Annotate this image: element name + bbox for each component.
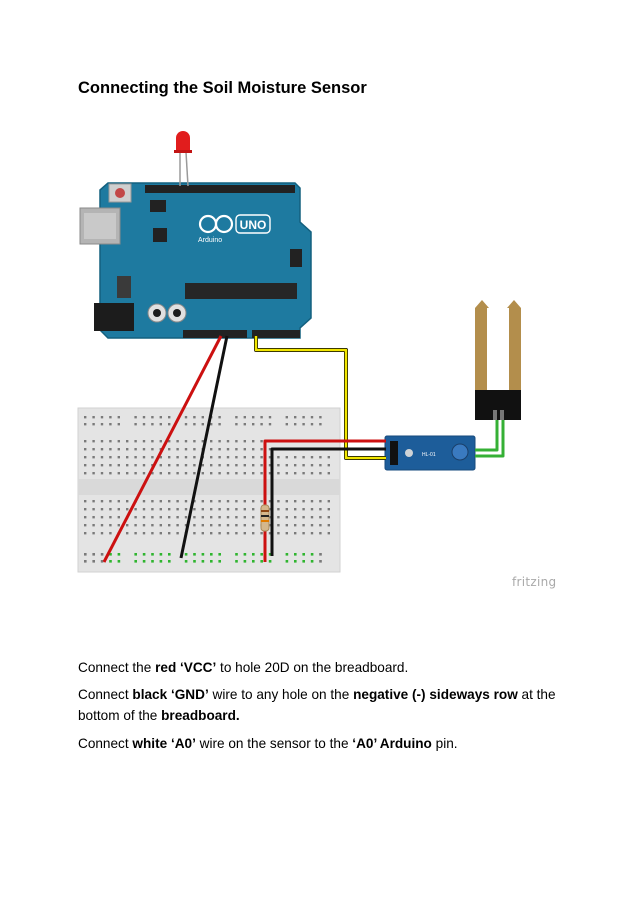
instruction-text: Connect <box>78 736 133 751</box>
instruction-text: pin. <box>431 736 458 751</box>
arduino-uno-board: UNO Arduino <box>79 182 312 339</box>
emphasis-text: red ‘VCC’ <box>155 660 217 675</box>
breadboard <box>77 407 341 573</box>
sensor-label: HL-01 <box>422 452 436 458</box>
fritzing-watermark: fritzing <box>512 575 557 589</box>
wiring-diagram: UNO Arduino HL-01 <box>77 131 521 573</box>
sensor-module: HL-01 <box>384 435 476 471</box>
emphasis-text: negative (-) sideways row <box>353 687 518 702</box>
soil-moisture-probe <box>475 300 521 420</box>
instruction-gnd: Connect black ‘GND’ wire to any hole on … <box>78 684 558 726</box>
resistor <box>260 504 270 532</box>
power-jack <box>94 303 134 331</box>
instruction-text: wire to any hole on the <box>208 687 354 702</box>
led <box>174 131 192 187</box>
instruction-signal: Connect white ‘A0’ wire on the sensor to… <box>78 733 558 754</box>
instruction-text: Connect the <box>78 660 156 675</box>
board-model-label: UNO <box>240 218 267 232</box>
emphasis-text: black ‘GND’ <box>132 687 209 702</box>
signal-wire <box>254 336 386 460</box>
digital-header <box>145 185 295 193</box>
microcontroller-chip <box>185 283 297 299</box>
analog-header <box>252 330 300 338</box>
emphasis-text: ‘A0’ Arduino <box>352 736 432 751</box>
board-brand-label: Arduino <box>198 237 222 244</box>
instruction-text: to hole 20D on the breadboard. <box>216 660 409 675</box>
arduino-logo: UNO Arduino <box>198 214 271 244</box>
emphasis-text: white ‘A0’ <box>132 736 196 751</box>
power-header <box>183 330 247 338</box>
instruction-vcc: Connect the red ‘VCC’ to hole 20D on the… <box>78 657 558 678</box>
emphasis-text: breadboard. <box>161 708 240 723</box>
instruction-text: wire on the sensor to the <box>195 736 353 751</box>
page-title: Connecting the Soil Moisture Sensor <box>78 79 367 97</box>
instruction-text: Connect <box>78 687 133 702</box>
instruction-text: at the bottom of the <box>78 687 556 723</box>
